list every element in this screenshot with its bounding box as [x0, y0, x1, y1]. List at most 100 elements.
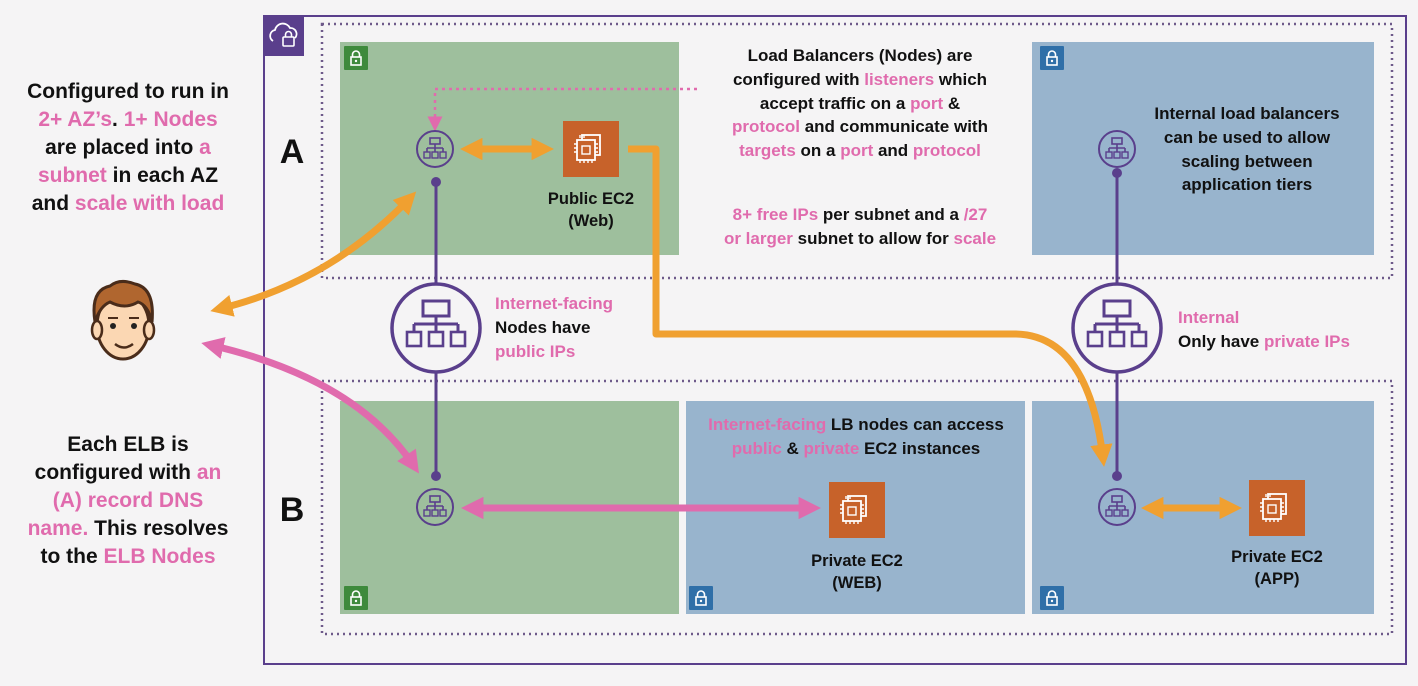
text-line: and scale with load	[0, 190, 256, 218]
plain-text: subnet to allow for	[792, 228, 954, 248]
az-a-label: A	[280, 133, 305, 171]
highlight-text: 2+ AZ’s	[38, 107, 113, 131]
plain-text: and communicate with	[800, 117, 988, 137]
dns-record-note: Each ELB is configured with an(A) record …	[0, 431, 256, 571]
node-connector-dot	[1112, 168, 1122, 178]
ec2-chip-icon	[562, 120, 620, 178]
text-line: Internal load balancers	[1132, 102, 1362, 126]
web-to-app-arrow	[628, 145, 1113, 467]
text-line: Configured to run in	[0, 78, 256, 106]
cloud-lock-icon	[264, 16, 304, 56]
az-b-boundary	[320, 379, 1394, 636]
text-line: to the ELB Nodes	[0, 543, 256, 571]
text-line: public IPs	[495, 340, 655, 364]
plain-text: per subnet and a	[818, 205, 964, 224]
text-line: protocol and communicate with	[690, 115, 1030, 139]
text-line: Internet-facing LB nodes can access	[686, 413, 1026, 437]
node-connector-dot	[431, 471, 441, 481]
highlight-text: protocol	[732, 117, 800, 137]
listeners-note: Load Balancers (Nodes) are configured wit…	[690, 44, 1030, 163]
plain-text: .	[112, 107, 124, 131]
private-subnet-a	[1032, 42, 1374, 255]
plain-text: &	[781, 438, 804, 458]
listener-pointer	[427, 87, 697, 132]
az-b-label: B	[280, 491, 305, 529]
highlight-text: private IPs	[1263, 331, 1350, 351]
highlight-text: an	[196, 460, 222, 484]
plain-text: Internal load balancers	[1154, 104, 1340, 123]
plain-text: &	[943, 93, 961, 113]
plain-text: LB nodes can access	[826, 415, 1004, 434]
node-connector-dot	[431, 177, 441, 187]
text-line: 2+ AZ’s. 1+ Nodes	[0, 106, 256, 134]
highlight-text: (A) record DNS	[52, 488, 204, 512]
public-ec2-web-label: Public EC2 (Web)	[547, 190, 635, 231]
ec2-chip-icon	[828, 481, 886, 539]
load-balancer-icon	[1071, 282, 1163, 374]
highlight-text: listeners	[864, 69, 935, 89]
plain-text: can be used to allow	[1163, 127, 1331, 147]
text-line: are placed into a	[0, 134, 256, 162]
highlight-text: private	[803, 438, 860, 458]
text-line: can be used to allow	[1132, 126, 1362, 150]
highlight-text: Internet-facing	[495, 294, 614, 313]
highlight-text: Internal	[1178, 308, 1240, 327]
text-line: or larger subnet to allow for scale	[690, 227, 1030, 251]
highlight-text: /27	[963, 205, 988, 224]
user-to-az-b-arrow	[201, 337, 419, 474]
highlight-text: subnet	[37, 163, 107, 187]
plain-text: application tiers	[1181, 175, 1313, 195]
plain-text: are placed into	[45, 135, 200, 159]
text-line: configured with an	[0, 459, 256, 487]
highlight-text: public IPs	[495, 341, 576, 361]
highlight-text: or larger	[723, 228, 793, 248]
load-balancer-icon	[390, 282, 482, 374]
text-line: (A) record DNS	[0, 487, 256, 515]
highlight-text: 1+ Nodes	[123, 107, 218, 131]
text-line: Internet-facing	[495, 292, 655, 316]
text-line: Only have private IPs	[1178, 330, 1398, 354]
lock-icon	[688, 585, 714, 611]
highlight-text: ELB Nodes	[103, 544, 216, 568]
text-line: configured with listeners which	[690, 68, 1030, 92]
text-line: application tiers	[1132, 173, 1362, 197]
plain-text: and	[873, 141, 913, 161]
plain-text: scaling between	[1181, 151, 1313, 171]
highlight-text: protocol	[912, 141, 981, 161]
plain-text: and	[31, 191, 75, 215]
highlight-text: 8+ free IPs	[732, 205, 819, 224]
private-ec2-app-label: Private EC2 (APP)	[1231, 548, 1323, 589]
plain-text: Each ELB is	[67, 433, 189, 456]
text-line: Load Balancers (Nodes) are	[690, 44, 1030, 68]
highlight-text: port	[840, 141, 874, 161]
text-line: Internal	[1178, 306, 1398, 330]
az-a-boundary	[320, 22, 1394, 280]
highlight-text: a	[199, 135, 211, 159]
text-line: 8+ free IPs per subnet and a /27	[690, 203, 1030, 227]
lock-icon	[343, 45, 369, 71]
highlight-text: name.	[27, 516, 89, 540]
text-line: Nodes have	[495, 316, 655, 340]
plain-text: Configured to run in	[27, 80, 229, 103]
plain-text: EC2 instances	[859, 438, 981, 458]
user-to-az-a-arrow	[210, 191, 417, 317]
plain-text: on a	[795, 141, 841, 161]
plain-text: configured with	[732, 69, 865, 89]
highlight-text: scale	[953, 228, 997, 248]
plain-text: Load Balancers (Nodes) are	[747, 46, 973, 65]
plain-text: Only have	[1178, 331, 1264, 351]
private-ec2-web-label: Private EC2 (WEB)	[811, 552, 903, 593]
highlight-text: Internet-facing	[708, 415, 827, 434]
lock-icon	[343, 585, 369, 611]
text-line: targets on a port and protocol	[690, 139, 1030, 163]
highlight-text: scale with load	[74, 191, 225, 215]
plain-text: to the	[40, 544, 104, 568]
highlight-text: public	[731, 438, 782, 458]
text-line: subnet in each AZ	[0, 162, 256, 190]
